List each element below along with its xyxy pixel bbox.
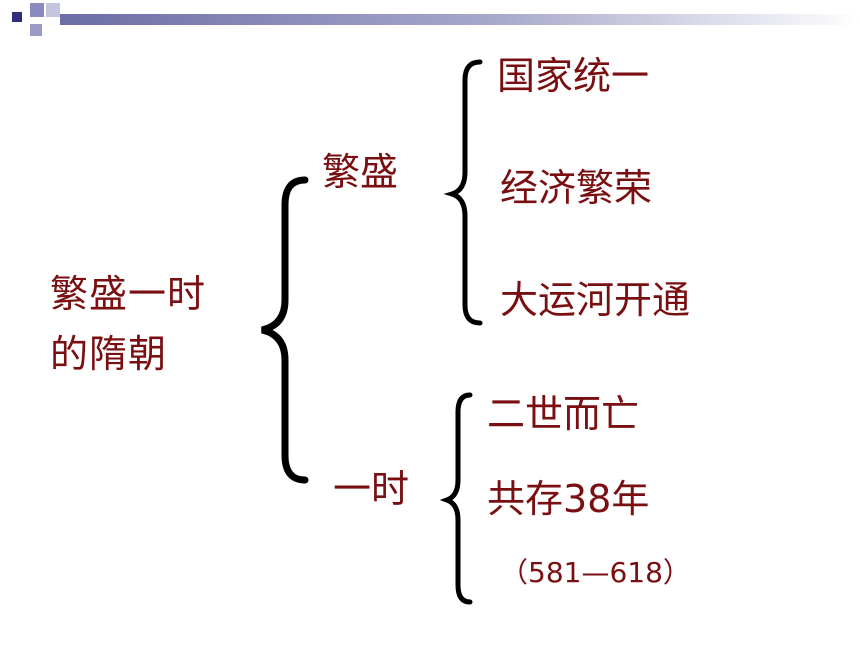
leaf-item: 国家统一 <box>497 54 650 98</box>
header-square-mid <box>30 3 44 17</box>
leaf-item: 共存38年 <box>487 477 650 521</box>
branch-label-brief: 一时 <box>333 467 410 511</box>
slide-header-bar <box>12 3 860 36</box>
root-title-line1: 繁盛一时 <box>50 272 207 316</box>
root-title-line2: 的隋朝 <box>50 332 168 376</box>
header-square-light <box>46 3 60 17</box>
brace-main <box>261 176 309 484</box>
brace-upper <box>443 59 483 326</box>
leaf-item: 经济繁荣 <box>500 166 653 210</box>
branch-label-prosperity: 繁盛 <box>322 150 399 194</box>
leaf-item: 大运河开通 <box>500 278 691 322</box>
header-gradient-stripe <box>60 14 860 25</box>
leaf-item: （581—618） <box>500 556 691 589</box>
header-square-dark <box>12 12 22 22</box>
brace-lower <box>439 392 473 605</box>
header-square-lower <box>30 24 42 36</box>
leaf-item: 二世而亡 <box>487 392 640 436</box>
